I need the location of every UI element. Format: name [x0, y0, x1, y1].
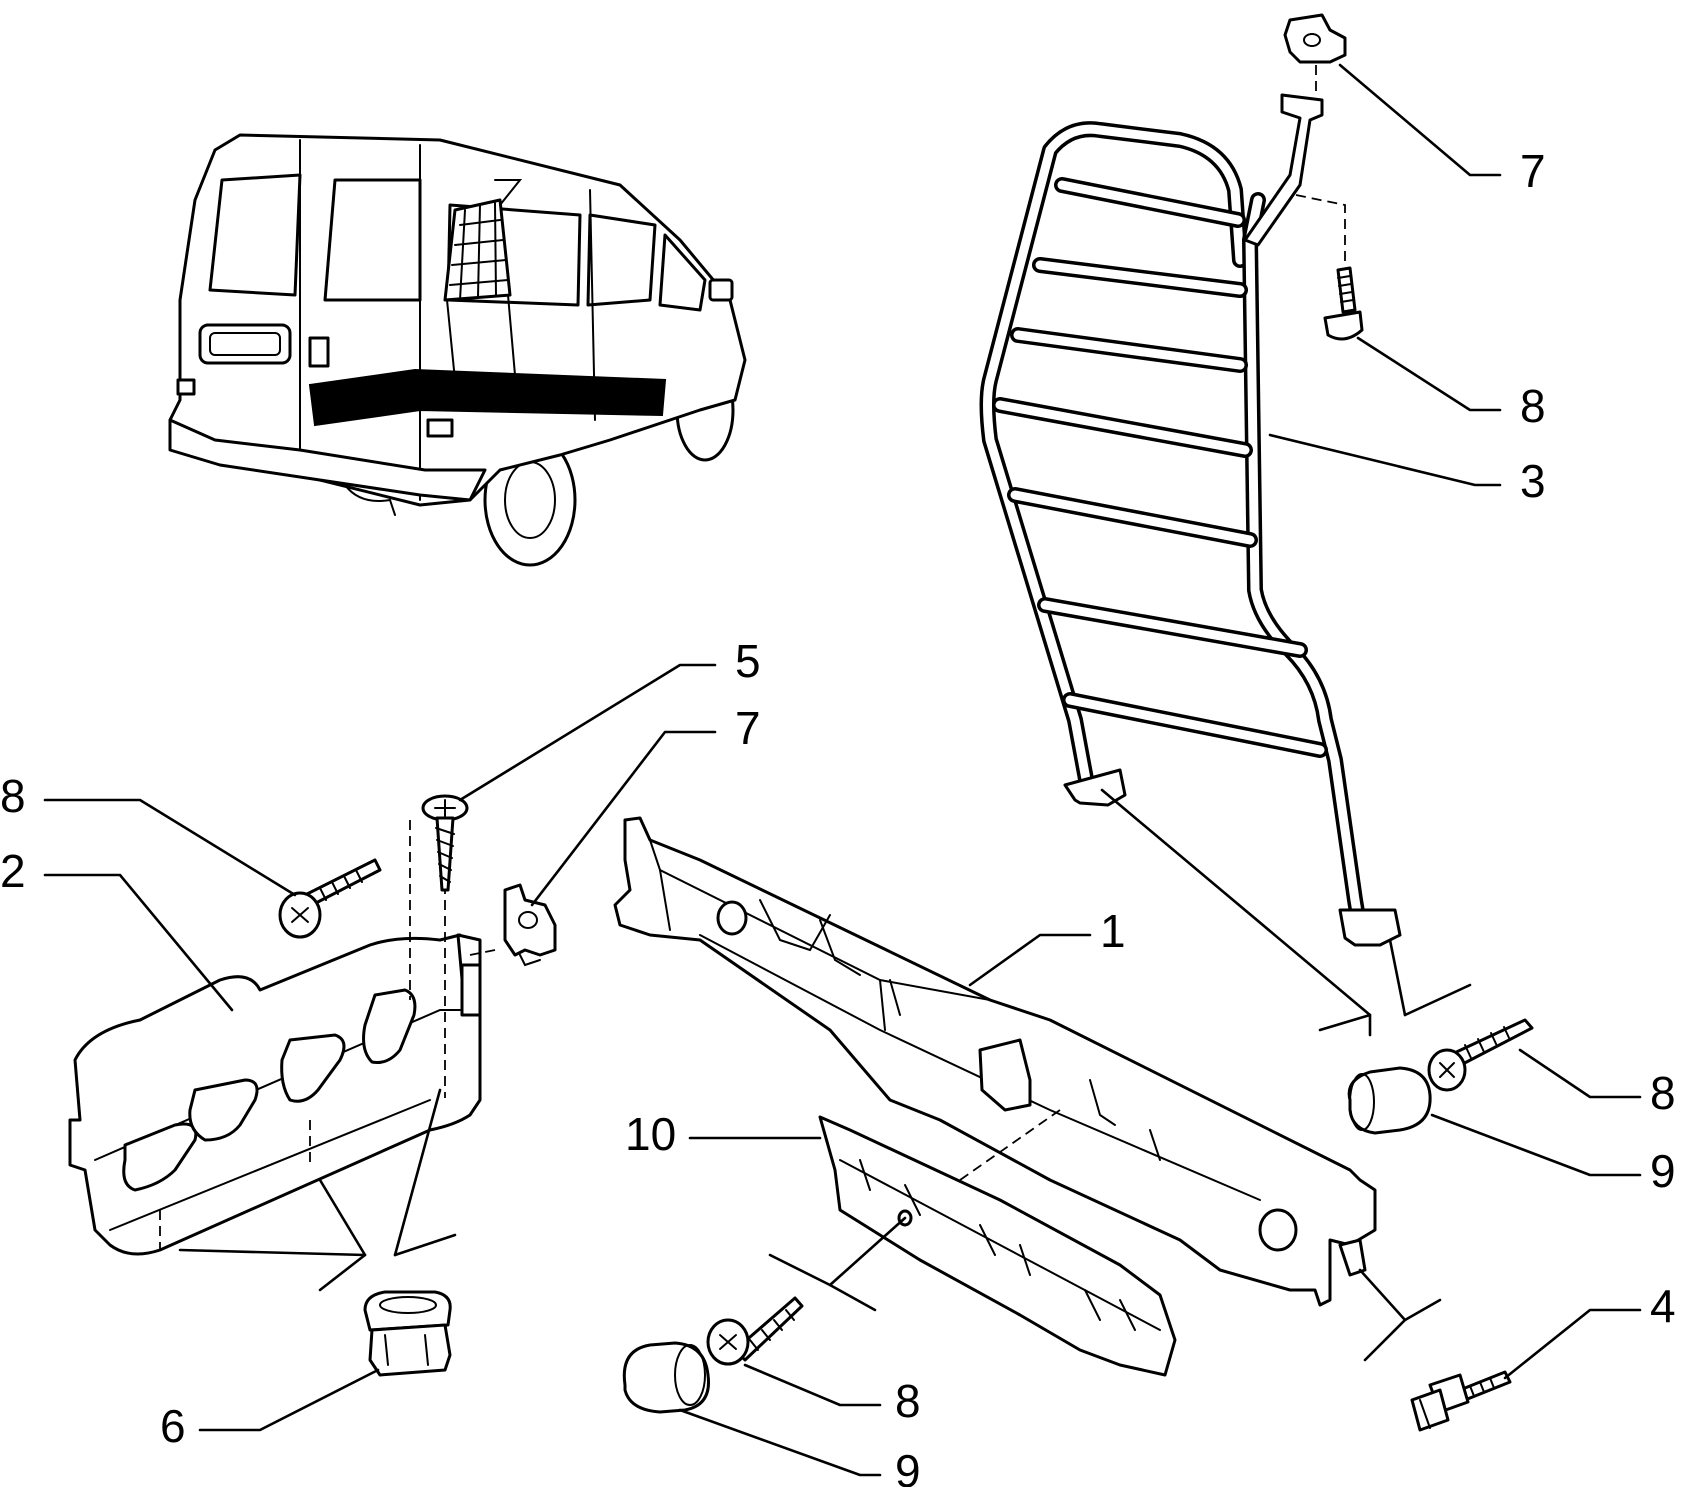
nut-clip-part-7-top	[1283, 13, 1347, 95]
callout-6: 6	[160, 1400, 186, 1452]
bolt-part-8-top	[1295, 194, 1364, 341]
bolt-part-4	[1410, 1370, 1512, 1432]
side-panel-part-2	[68, 820, 496, 1256]
callout-8-top: 8	[1520, 380, 1546, 432]
nut-clip-part-7-mid	[503, 883, 557, 967]
callout-8-bottom: 8	[895, 1375, 921, 1427]
plug-part-6	[363, 1290, 452, 1377]
bolt-part-8-bottom	[706, 1296, 804, 1366]
callout-7-top: 7	[1520, 145, 1546, 197]
assembly-lines	[178, 788, 1472, 1362]
cap-part-9-right	[1347, 1066, 1432, 1135]
callout-10: 10	[625, 1108, 676, 1160]
screw-part-5	[421, 794, 469, 892]
callout-8-right: 8	[1650, 1067, 1676, 1119]
callout-4: 4	[1650, 1280, 1676, 1332]
van-illustration	[168, 133, 747, 567]
cap-part-9-bottom	[622, 1341, 711, 1414]
bolt-part-8-right	[1427, 1018, 1534, 1092]
callout-7-mid: 7	[735, 702, 761, 754]
plate-part-10	[818, 1115, 1177, 1377]
bolt-part-8-left	[278, 858, 382, 939]
callout-labels: 7 8 3 5 7 8 2 1 8 9 10 4 6 8 9	[0, 145, 1676, 1487]
callout-5: 5	[735, 635, 761, 687]
callout-9-right: 9	[1650, 1145, 1676, 1197]
callout-leaders	[43, 63, 1642, 1477]
callout-8-left: 8	[0, 770, 26, 822]
callout-1: 1	[1100, 905, 1126, 957]
grid-frame-part-3	[979, 93, 1402, 947]
callout-3: 3	[1520, 455, 1546, 507]
callout-2: 2	[0, 845, 26, 897]
callout-9-bottom: 9	[895, 1445, 921, 1487]
rail-part-1	[613, 816, 1377, 1307]
